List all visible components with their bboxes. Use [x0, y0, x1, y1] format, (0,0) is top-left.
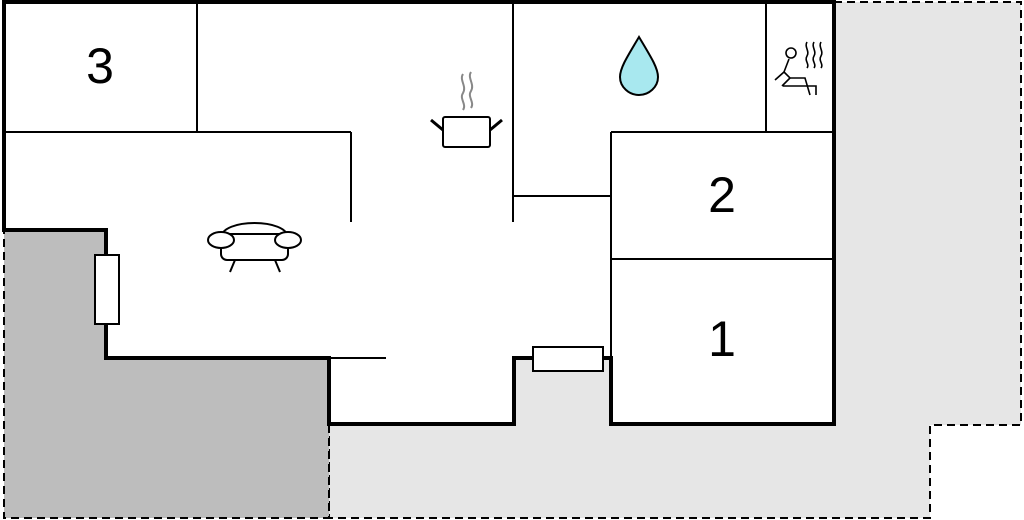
sauna-icon — [774, 41, 823, 96]
exterior-walls — [2, 0, 836, 426]
room-2-label: 2 — [708, 167, 736, 223]
room-3-label: 3 — [86, 38, 114, 94]
water-drop-icon — [618, 35, 660, 97]
covered-terrace-area — [3, 229, 330, 519]
cooking-pot-icon — [430, 71, 503, 148]
house-footprint — [4, 2, 834, 424]
window-west — [94, 254, 120, 325]
window-south — [532, 346, 604, 372]
sofa-icon — [207, 222, 302, 273]
room-1-label: 1 — [708, 311, 736, 367]
interior-walls — [4, 2, 834, 359]
